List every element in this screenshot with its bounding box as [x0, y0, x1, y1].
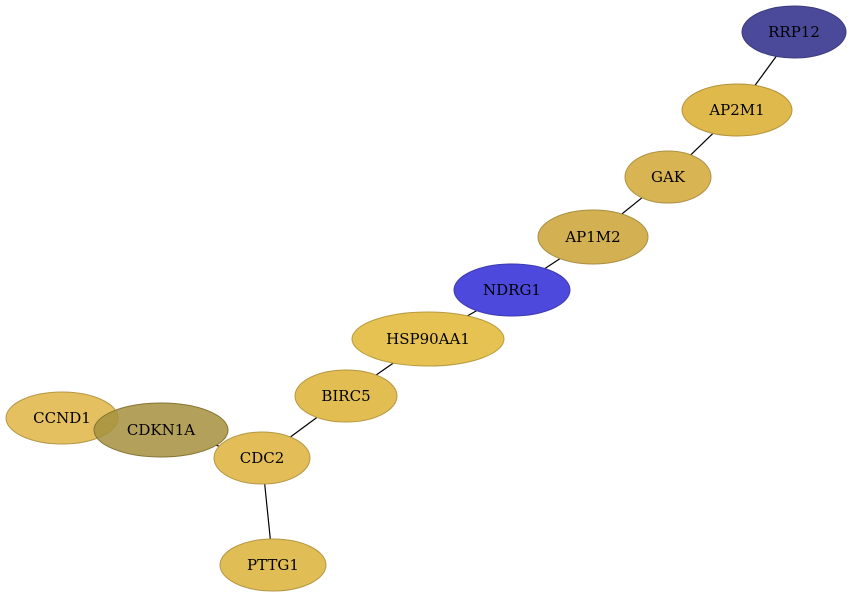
node-shape — [294, 369, 398, 423]
node-label: CCND1 — [33, 409, 91, 427]
node-shape — [219, 538, 327, 592]
edge-ndrg1-hsp90aa1 — [467, 310, 477, 317]
node-shape — [351, 311, 505, 367]
node-shape — [453, 263, 571, 317]
node-cdc2[interactable]: CDC2 — [213, 431, 311, 485]
node-shape — [741, 5, 847, 59]
node-ap1m2[interactable]: AP1M2 — [537, 209, 649, 265]
node-shape — [537, 209, 649, 265]
node-ap2m1[interactable]: AP2M1 — [681, 83, 793, 137]
node-label: CDKN1A — [127, 421, 195, 439]
node-label: AP2M1 — [708, 101, 764, 119]
node-label: HSP90AA1 — [386, 330, 470, 348]
node-label: BIRC5 — [321, 387, 370, 405]
edges-layer — [96, 56, 777, 540]
edge-birc5-cdc2 — [290, 416, 318, 438]
node-label: NDRG1 — [483, 281, 541, 299]
edge-gak-ap1m2 — [621, 197, 643, 215]
node-label: RRP12 — [768, 23, 820, 41]
node-gak[interactable]: GAK — [624, 150, 712, 204]
node-label: CDC2 — [240, 449, 285, 467]
node-label: PTTG1 — [247, 556, 299, 574]
node-shape — [93, 402, 229, 458]
node-ccnd1[interactable]: CCND1 — [5, 391, 119, 445]
edge-ap2m1-gak — [690, 132, 714, 156]
node-label: GAK — [651, 168, 686, 186]
edge-hsp90aa1-birc5 — [375, 362, 394, 376]
node-birc5[interactable]: BIRC5 — [294, 369, 398, 423]
edge-cdc2-pttg1 — [264, 483, 271, 540]
node-rrp12[interactable]: RRP12 — [741, 5, 847, 59]
node-shape — [213, 431, 311, 485]
node-label: AP1M2 — [564, 228, 620, 246]
node-cdkn1a[interactable]: CDKN1A — [93, 402, 229, 458]
node-ndrg1[interactable]: NDRG1 — [453, 263, 571, 317]
node-shape — [681, 83, 793, 137]
edge-ap1m2-ndrg1 — [544, 258, 561, 270]
node-hsp90aa1[interactable]: HSP90AA1 — [351, 311, 505, 367]
node-pttg1[interactable]: PTTG1 — [219, 538, 327, 592]
node-shape — [624, 150, 712, 204]
edge-rrp12-ap2m1 — [754, 56, 777, 86]
